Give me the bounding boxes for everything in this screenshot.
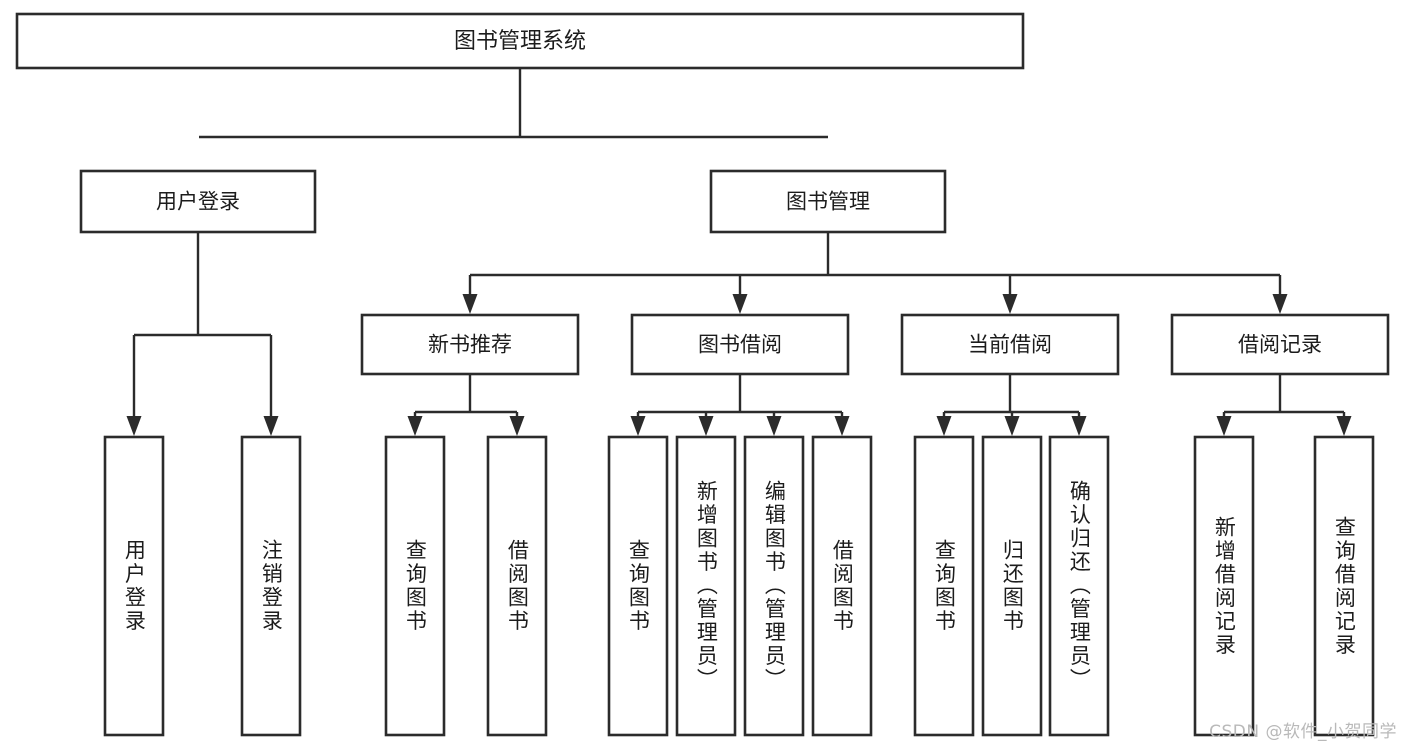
node-box-book-borrow[interactable] xyxy=(630,313,850,376)
boxes-layer xyxy=(15,12,1390,737)
node-box-new-book-recommend[interactable] xyxy=(360,313,580,376)
leaf-box-leaf-query-book-rec[interactable] xyxy=(384,435,446,737)
node-box-current-borrow[interactable] xyxy=(900,313,1120,376)
arrow-head-icon-leaf-confirm-return-admin xyxy=(1071,416,1087,436)
arrow-head-icon-book-borrow xyxy=(732,294,748,314)
node-label-root: 图书管理系统 xyxy=(454,29,586,54)
arrow-head-icon-leaf-query-book-borrow xyxy=(630,416,646,436)
node-box-book-management[interactable] xyxy=(709,169,947,234)
node-label-user-login: 用户登录 xyxy=(156,190,240,214)
arrow-head-icon-leaf-borrow-book-rec xyxy=(509,416,525,436)
leaf-box-leaf-add-book-admin[interactable] xyxy=(675,435,737,737)
node-label-current-borrow: 当前借阅 xyxy=(968,333,1052,357)
node-label-book-borrow: 图书借阅 xyxy=(698,333,782,357)
leaf-box-leaf-user-login[interactable] xyxy=(103,435,165,737)
arrow-head-icon-leaf-query-book-rec xyxy=(407,416,423,436)
node-box-borrow-record[interactable] xyxy=(1170,313,1390,376)
arrow-head-icon-leaf-borrow-book xyxy=(834,416,850,436)
arrow-head-icon-leaf-return-book xyxy=(1004,416,1020,436)
node-box-user-login[interactable] xyxy=(79,169,317,234)
leaf-box-leaf-borrow-book-rec[interactable] xyxy=(486,435,548,737)
arrow-head-icon-leaf-add-book-admin xyxy=(698,416,714,436)
leaf-box-leaf-return-book[interactable] xyxy=(981,435,1043,737)
arrow-head-icon-leaf-user-logout xyxy=(263,416,279,436)
arrow-head-icon-new-book-recommend xyxy=(462,294,478,314)
node-label-book-management: 图书管理 xyxy=(786,190,870,214)
arrow-head-icon-leaf-add-borrow-record xyxy=(1216,416,1232,436)
node-box-root[interactable] xyxy=(15,12,1025,70)
leaf-box-leaf-query-book-current[interactable] xyxy=(913,435,975,737)
leaf-box-leaf-borrow-book[interactable] xyxy=(811,435,873,737)
csdn-watermark: CSDN @软件_小贺同学 xyxy=(1209,722,1397,742)
arrow-head-icon-leaf-edit-book-admin xyxy=(766,416,782,436)
arrow-head-icon-leaf-user-login xyxy=(126,416,142,436)
leaf-box-leaf-query-book-borrow[interactable] xyxy=(607,435,669,737)
arrow-head-icon-borrow-record xyxy=(1272,294,1288,314)
arrow-head-icon-leaf-query-borrow-record xyxy=(1336,416,1352,436)
leaf-box-leaf-add-borrow-record[interactable] xyxy=(1193,435,1255,737)
arrow-head-icon-leaf-query-book-current xyxy=(936,416,952,436)
leaf-box-leaf-confirm-return-admin[interactable] xyxy=(1048,435,1110,737)
leaf-box-leaf-user-logout[interactable] xyxy=(240,435,302,737)
arrow-head-icon-current-borrow xyxy=(1002,294,1018,314)
node-label-borrow-record: 借阅记录 xyxy=(1238,333,1322,357)
leaf-box-leaf-query-borrow-record[interactable] xyxy=(1313,435,1375,737)
node-label-new-book-recommend: 新书推荐 xyxy=(428,333,512,357)
connectors-layer xyxy=(126,68,1352,436)
leaf-box-leaf-edit-book-admin[interactable] xyxy=(743,435,805,737)
